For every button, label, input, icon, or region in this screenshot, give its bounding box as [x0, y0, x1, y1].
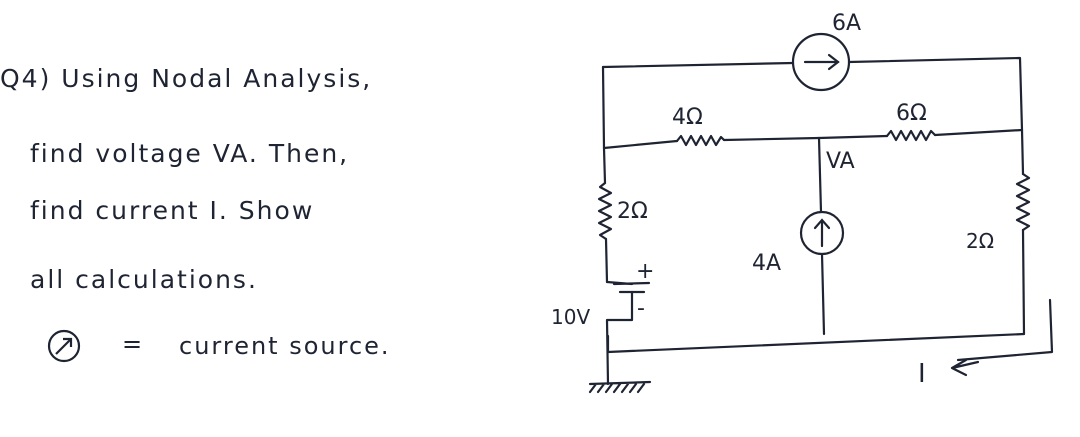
wire-6ohm-to-right — [933, 128, 1024, 137]
battery-to-ground-wire — [605, 280, 634, 386]
right-upper-wire — [1020, 128, 1025, 176]
problem-line-3: find current I. Show — [30, 196, 315, 225]
va-down-wire — [817, 136, 823, 214]
label-2ohm-left: 2Ω — [617, 199, 648, 224]
current-source-6a — [791, 32, 851, 92]
right-resistor-2ohm — [1015, 172, 1031, 232]
middle-wire-to-va — [722, 136, 821, 142]
label-2ohm-right: 2Ω — [966, 229, 994, 253]
label-6a: 6A — [832, 11, 861, 36]
wire-va-to-6ohm — [817, 134, 889, 140]
label-6ohm: 6Ω — [896, 101, 927, 126]
source4a-down-wire — [820, 252, 826, 336]
ground-symbol — [588, 380, 652, 394]
legend-label: current source. — [179, 332, 391, 360]
left-resistor-2ohm — [597, 181, 613, 241]
left-lower-wire — [604, 237, 609, 284]
legend-equals-sign: = — [122, 330, 143, 358]
current-arrow — [950, 358, 980, 377]
label-battery-plus: + — [636, 259, 654, 284]
label-4a: 4A — [752, 251, 781, 276]
top-wire — [601, 56, 1024, 132]
current-direction-bracket — [956, 298, 1054, 362]
resistor-4ohm — [675, 134, 726, 147]
label-current-i: I — [918, 359, 926, 389]
right-lower-wire — [1021, 228, 1026, 336]
middle-wire-left — [602, 139, 679, 150]
left-upper-wire — [601, 65, 607, 185]
label-4ohm: 4Ω — [672, 105, 703, 130]
resistor-6ohm — [885, 129, 937, 142]
current-source-symbol-icon — [47, 329, 81, 363]
label-battery-minus: - — [637, 296, 645, 321]
problem-line-2: find voltage VA. Then, — [30, 139, 350, 168]
label-battery-10v: 10V — [551, 305, 590, 329]
label-va: VA — [826, 149, 855, 174]
current-source-legend: = current source. — [44, 326, 474, 366]
current-source-4a — [799, 210, 845, 256]
problem-line-1: Q4) Using Nodal Analysis, — [0, 64, 373, 93]
bottom-wire — [606, 332, 1026, 354]
problem-line-4: all calculations. — [30, 265, 258, 294]
